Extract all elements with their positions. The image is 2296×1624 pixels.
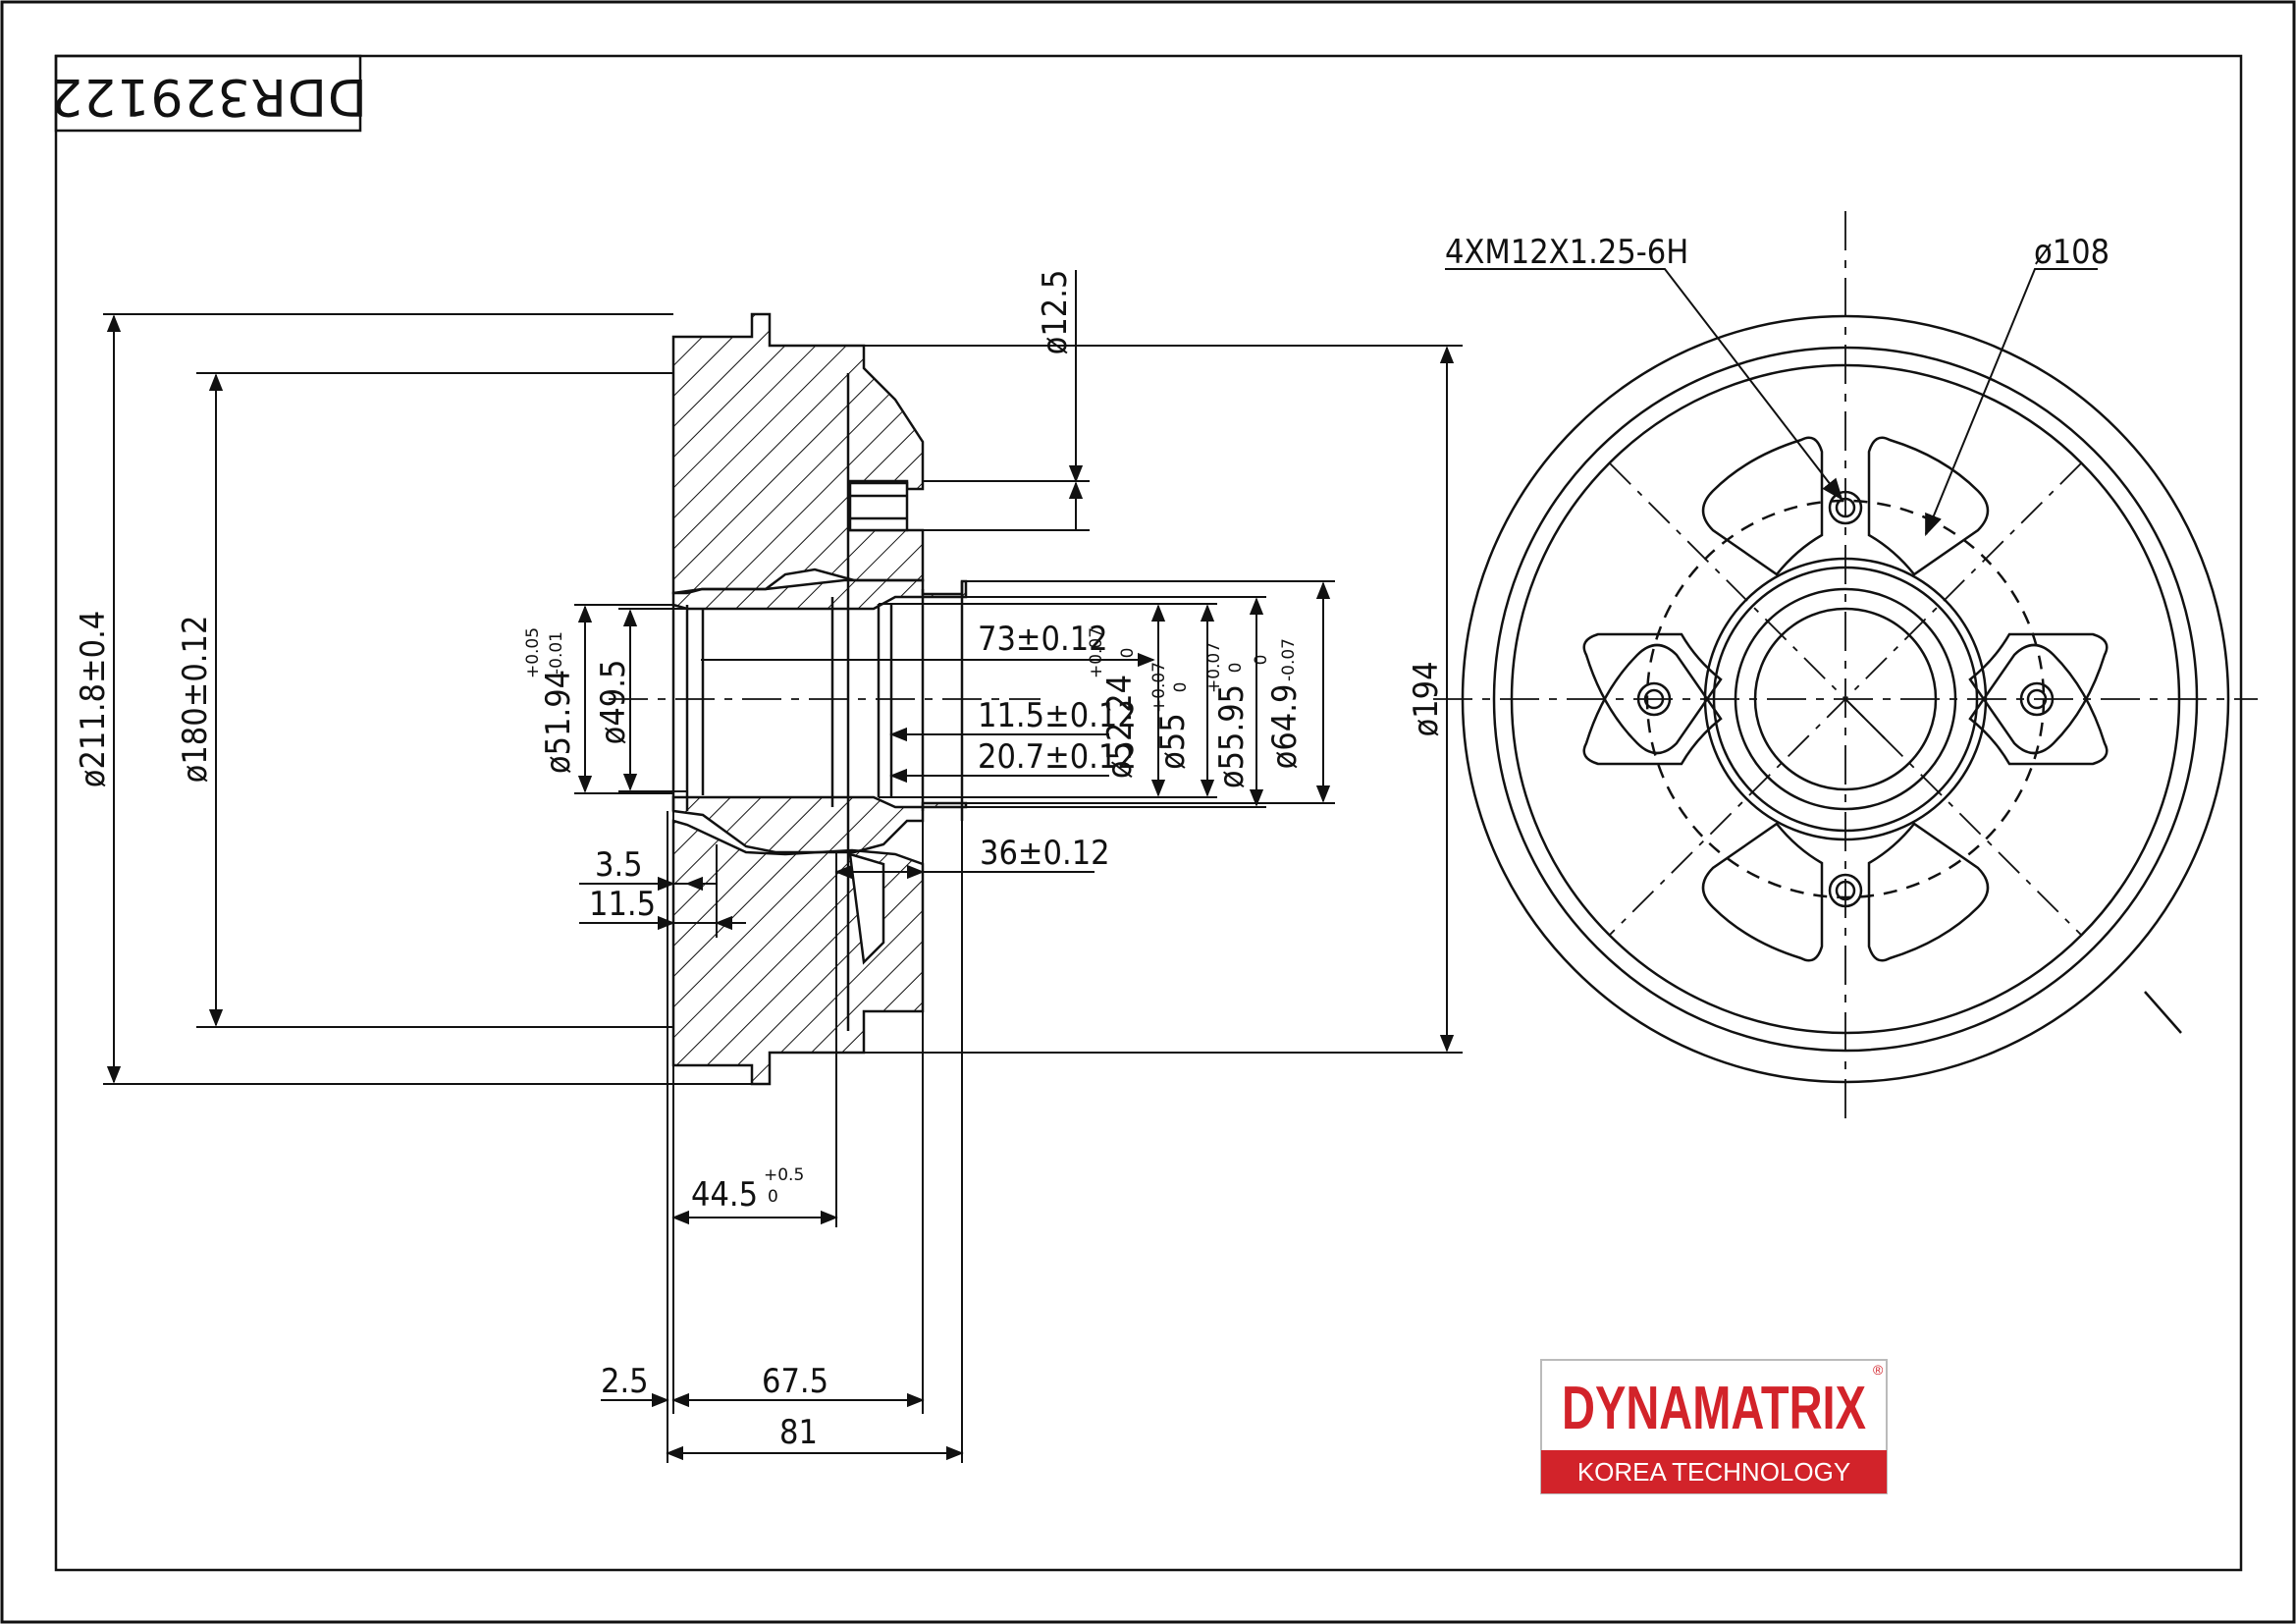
dim-bore-55-95-tol-upper: +0.07 [1204, 642, 1224, 693]
part-number: DDR329122 [49, 67, 367, 126]
dim-bore-55-tol-upper: +0.07 [1149, 662, 1169, 713]
dim-bore-52-tol-lower: 0 [1118, 648, 1138, 659]
upper-rim-section [671, 312, 925, 595]
dim-step-11-5: 11.5 [589, 885, 656, 924]
dim-bore-51: ø51.94 [539, 670, 578, 774]
dim-width-81: 81 [779, 1413, 818, 1452]
dim-height-44: 44.5 [691, 1175, 758, 1215]
dim-width-67: 67.5 [762, 1362, 828, 1401]
dim-outer-diameter: ø211.8±0.4 [74, 611, 113, 788]
dim-bore-64-tol-lower: -0.07 [1279, 638, 1299, 681]
lower-rim-section [671, 819, 925, 1086]
dim-bore-51-tol-upper: +0.05 [523, 627, 543, 678]
dim-bore-55-95-tol-lower: 0 [1226, 663, 1246, 674]
part-number-box: DDR329122 [49, 54, 367, 133]
dim-bore-55-95: ø55.95 [1212, 684, 1252, 788]
brand-tagline-bar [1541, 1450, 1887, 1493]
dim-bore-55-tol-lower: 0 [1171, 682, 1191, 693]
dim-height-44-tol-lower: 0 [768, 1187, 778, 1207]
thread-callout: 4XM12X1.25-6H [1445, 233, 1688, 272]
lower-hub-section [671, 795, 968, 854]
brand-tagline: KOREA TECHNOLOGY [1577, 1457, 1850, 1487]
dim-bore-49: ø49.5 [594, 660, 633, 745]
drum-windows [1582, 436, 2109, 962]
brand-logo: DYNAMATRIX ® KOREA TECHNOLOGY [1540, 1359, 1888, 1494]
dim-depth-11: 11.5±0.12 [978, 696, 1137, 735]
dim-step-3-5: 3.5 [595, 845, 643, 885]
inner-frame [54, 54, 2243, 1572]
dim-bore-55: ø55 [1153, 713, 1193, 770]
dim-drum-inner-diameter: ø180±0.12 [176, 616, 215, 784]
dim-height-44-tol-upper: +0.5 [764, 1165, 804, 1185]
dim-offset-36: 36±0.12 [980, 834, 1110, 873]
bolt-holes [1636, 490, 2055, 908]
dim-depth-73: 73±0.12 [978, 620, 1108, 659]
pcd-callout: ø108 [2034, 233, 2109, 272]
dim-depth-20: 20.7±0.12 [978, 737, 1137, 777]
section-view [103, 312, 1463, 1463]
dimension-labels: ø211.8±0.4 ø180±0.12 ø12.5 ø51.94 +0.05 … [74, 270, 1446, 1452]
dim-bore-52-tol-upper: +0.07 [1087, 627, 1106, 678]
brand-name: DYNAMATRIX [1562, 1375, 1866, 1442]
dim-bore-64-tol-upper: 0 [1252, 655, 1271, 666]
dim-bore-52: ø52.24 [1100, 675, 1140, 779]
registered-mark: ® [1873, 1362, 1884, 1378]
dim-rim-2-5: 2.5 [601, 1362, 649, 1401]
dim-stud-hole: ø12.5 [1036, 270, 1075, 355]
dim-bore-51-tol-lower: -0.01 [547, 631, 566, 675]
front-view [1433, 211, 2258, 1127]
dim-bore-64: ø64.9 [1265, 684, 1305, 770]
